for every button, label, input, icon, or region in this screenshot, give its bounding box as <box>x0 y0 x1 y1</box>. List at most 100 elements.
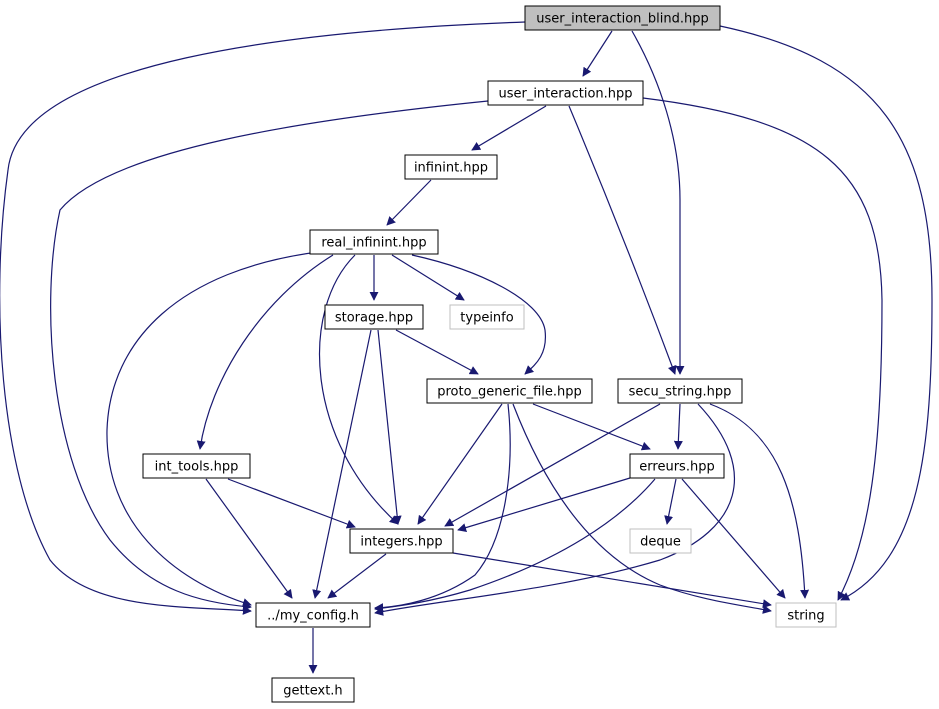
edge-line <box>709 403 810 599</box>
node-string: string <box>775 602 837 628</box>
edge-ui-to-string <box>642 97 883 601</box>
edge-line <box>374 403 735 616</box>
edge-line <box>0 21 526 615</box>
edge-line <box>582 30 613 77</box>
node-box <box>349 528 454 554</box>
node-infinint[interactable]: infinint.hpp <box>404 154 498 180</box>
edge-inttools-to-myconfig <box>205 478 293 599</box>
edge-line <box>444 403 661 527</box>
edge-line <box>377 329 402 525</box>
node-inttools[interactable]: int_tools.hpp <box>142 453 251 479</box>
node-box <box>629 453 725 479</box>
node-deque: deque <box>629 528 692 554</box>
node-label: int_tools.hpp <box>155 460 239 475</box>
edge-uib-to-myconfig <box>0 21 526 615</box>
node-label: typeinfo <box>460 311 513 326</box>
node-typeinfo: typeinfo <box>449 304 525 330</box>
node-label: user_interaction.hpp <box>498 87 632 102</box>
edge-line <box>532 403 651 451</box>
edge-ui-to-secu <box>568 105 677 375</box>
edge-line <box>568 105 677 375</box>
node-label: deque <box>640 535 681 550</box>
edge-line <box>452 552 772 609</box>
edge-line <box>664 478 677 525</box>
edge-erreurs-to-myconfig <box>374 478 656 613</box>
node-label: ../my_config.h <box>267 609 359 624</box>
edge-line <box>631 30 685 375</box>
edges <box>0 21 933 674</box>
edge-ui-to-infinint <box>471 105 547 151</box>
node-real[interactable]: real_infinint.hpp <box>309 229 439 255</box>
node-label: infinint.hpp <box>414 161 488 176</box>
nodes: user_interaction_blind.hpp user_interacti… <box>142 5 837 703</box>
edge-line <box>681 478 786 599</box>
edge-uib-to-ui <box>582 30 613 77</box>
edge-line <box>673 403 683 450</box>
edge-line <box>457 477 631 532</box>
node-storage[interactable]: storage.hpp <box>324 304 424 330</box>
node-gettext[interactable]: gettext.h <box>271 677 355 703</box>
edge-line <box>374 478 656 613</box>
node-myconfig[interactable]: ../my_config.h <box>255 602 371 628</box>
edge-uib-to-secu <box>631 30 685 375</box>
edge-secu-to-integers <box>444 403 661 527</box>
edge-line <box>312 329 372 599</box>
node-box <box>617 378 743 404</box>
edge-line <box>642 97 883 601</box>
edge-integers-to-string <box>452 552 772 609</box>
edge-infinint-to-real <box>386 179 432 226</box>
edge-line <box>719 25 933 601</box>
edge-line <box>196 254 334 450</box>
node-box <box>629 528 692 554</box>
edge-real-to-integers <box>318 254 399 525</box>
edge-erreurs-to-integers <box>457 477 631 532</box>
edge-line <box>374 403 511 613</box>
edge-pgf-to-integers <box>417 403 503 525</box>
edge-secu-to-erreurs <box>673 403 683 450</box>
node-box <box>324 304 424 330</box>
edge-line <box>327 553 387 599</box>
node-integers[interactable]: integers.hpp <box>349 528 454 554</box>
edge-pgf-to-string <box>512 403 772 614</box>
edge-real-to-typeinfo <box>391 254 465 301</box>
edge-storage-to-pgf <box>395 329 479 375</box>
edge-real-to-inttools <box>196 254 334 450</box>
node-label: storage.hpp <box>335 311 413 326</box>
edge-pgf-to-myconfig <box>374 403 511 613</box>
edge-pgf-to-erreurs <box>532 403 651 451</box>
node-box <box>775 602 837 628</box>
edge-line <box>227 478 356 529</box>
node-label: user_interaction_blind.hpp <box>536 12 709 27</box>
node-uib[interactable]: user_interaction_blind.hpp <box>524 5 721 31</box>
node-box <box>404 154 498 180</box>
node-erreurs[interactable]: erreurs.hpp <box>629 453 725 479</box>
edge-erreurs-to-deque <box>664 478 677 525</box>
edge-line <box>205 478 293 599</box>
node-box <box>524 5 721 31</box>
edge-secu-to-myconfig <box>374 403 735 616</box>
edge-line <box>395 329 479 375</box>
edge-real-to-pgf <box>411 254 547 375</box>
node-label: real_infinint.hpp <box>321 236 426 251</box>
node-box <box>449 304 525 330</box>
edge-erreurs-to-string <box>681 478 786 599</box>
node-secu[interactable]: secu_string.hpp <box>617 378 743 404</box>
edge-line <box>391 254 465 301</box>
edge-line <box>411 254 547 375</box>
node-ui[interactable]: user_interaction.hpp <box>487 80 644 106</box>
edge-real-to-myconfig <box>106 251 319 607</box>
node-label: secu_string.hpp <box>629 385 732 400</box>
node-box <box>487 80 644 106</box>
node-label: integers.hpp <box>360 535 442 550</box>
node-label: gettext.h <box>283 684 342 699</box>
edge-uib-to-string <box>719 25 933 601</box>
node-pgf[interactable]: proto_generic_file.hpp <box>426 378 593 404</box>
edge-line <box>50 100 489 611</box>
edge-storage-to-integers <box>377 329 402 525</box>
node-box <box>255 602 371 628</box>
edge-line <box>386 179 432 226</box>
edge-line <box>512 403 772 614</box>
node-box <box>426 378 593 404</box>
node-box <box>309 229 439 255</box>
